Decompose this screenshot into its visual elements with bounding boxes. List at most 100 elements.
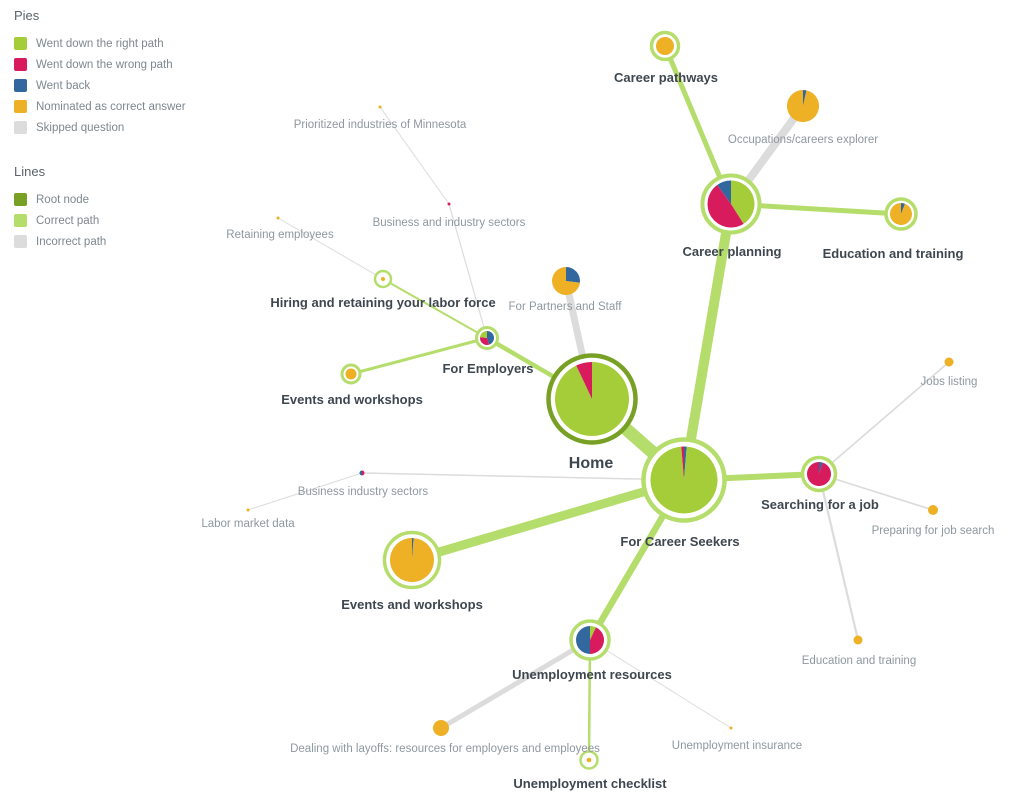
pie-slice — [731, 180, 755, 224]
node-unemployment-resources[interactable] — [569, 619, 611, 661]
pie-slice — [819, 462, 823, 474]
legend-swatch — [14, 37, 27, 50]
legend-pies-item: Nominated as correct answer — [14, 96, 186, 117]
node-education-training-bottom[interactable] — [853, 635, 863, 645]
node-label-labor-market-data: Labor market data — [201, 518, 295, 530]
node-hiring-retaining-labor-force[interactable] — [373, 269, 393, 289]
edge-for-career-seekers--business-industry-sectors — [361, 472, 685, 481]
node-label-dealing-with-layoffs: Dealing with layoffs: resources for empl… — [290, 743, 600, 755]
node-labor-market-data[interactable] — [246, 508, 250, 512]
legend-pies-item: Skipped question — [14, 117, 186, 138]
node-label-home: Home — [569, 455, 614, 472]
legend-pies-title: Pies — [14, 8, 40, 23]
legend-swatch — [14, 193, 27, 206]
pie-slice — [707, 184, 744, 228]
pie-slice — [576, 362, 592, 399]
legend-swatch — [14, 121, 27, 134]
node-events-workshops-left[interactable] — [340, 363, 362, 385]
node-label-career-planning: Career planning — [683, 244, 782, 259]
node-education-training-top[interactable] — [884, 197, 918, 231]
legend-label: Went back — [36, 79, 91, 92]
node-occupations-careers-explorer[interactable] — [787, 90, 820, 122]
edge-for-career-seekers--career-planning — [679, 199, 736, 485]
node-pie — [246, 508, 250, 512]
node-home[interactable] — [546, 353, 638, 445]
edge-unemployment-resources--unemployment-insurance — [589, 639, 732, 729]
legend-lines-item: Root node — [14, 189, 186, 210]
pie-slice — [890, 203, 912, 226]
node-label-hiring-retaining-labor-force: Hiring and retaining your labor force — [270, 295, 495, 310]
legend-label: Incorrect path — [36, 235, 107, 248]
pie-slice — [480, 337, 490, 346]
node-label-unemployment-insurance: Unemployment insurance — [672, 740, 802, 752]
node-pie — [853, 635, 863, 645]
node-unemployment-checklist[interactable] — [579, 750, 599, 770]
node-pie — [433, 720, 449, 736]
pie-slice — [576, 626, 590, 654]
legend-swatch — [14, 235, 27, 248]
legend-pies-item: Went down the right path — [14, 33, 186, 54]
node-jobs-listing[interactable] — [944, 357, 954, 367]
edge-business-and-industry-sectors--prioritized-industries-minnesota — [379, 106, 450, 205]
node-label-preparing-job-search: Preparing for job search — [872, 525, 995, 537]
legend-swatch — [14, 214, 27, 227]
node-career-pathways[interactable] — [649, 30, 681, 62]
pie-slice — [480, 331, 487, 338]
node-events-workshops-bottom[interactable] — [382, 530, 442, 590]
edge-searching-for-a-job--jobs-listing — [818, 361, 950, 475]
legend-pies-item: Went down the wrong path — [14, 54, 186, 75]
edge-for-employers--business-and-industry-sectors — [448, 203, 488, 339]
pie-slice — [551, 267, 580, 296]
node-label-events-workshops-left: Events and workshops — [281, 392, 423, 407]
edge-for-employers--events-workshops-left — [349, 336, 489, 376]
pie-slice — [487, 331, 494, 345]
legend-label: Correct path — [36, 214, 100, 227]
node-dealing-with-layoffs[interactable] — [433, 720, 449, 736]
legend-label: Root node — [36, 193, 90, 206]
node-pie — [656, 37, 674, 55]
pie-slice — [901, 203, 906, 214]
node-label-for-employers: For Employers — [442, 361, 533, 376]
node-label-unemployment-resources: Unemployment resources — [512, 667, 672, 682]
pie-slice — [807, 462, 831, 486]
node-retaining-employees[interactable] — [276, 216, 280, 220]
node-searching-for-a-job[interactable] — [800, 455, 838, 493]
node-pie — [276, 216, 280, 220]
node-for-partners-staff[interactable] — [551, 267, 580, 296]
node-pie — [378, 105, 382, 109]
pie-slice — [590, 626, 596, 640]
legend-label: Went down the wrong path — [36, 58, 173, 71]
node-preparing-job-search[interactable] — [928, 505, 938, 515]
node-career-planning[interactable] — [700, 173, 762, 235]
node-business-and-industry-sectors[interactable] — [447, 202, 451, 206]
node-prioritized-industries-minnesota[interactable] — [378, 105, 382, 109]
node-pie — [447, 202, 451, 206]
node-label-business-industry-sectors: Business industry sectors — [298, 486, 429, 498]
pie-slice — [566, 267, 580, 283]
legend-swatch — [14, 58, 27, 71]
node-label-career-pathways: Career pathways — [614, 70, 718, 85]
node-for-employers[interactable] — [475, 326, 499, 350]
edge-searching-for-a-job--preparing-job-search — [818, 473, 934, 511]
node-label-events-workshops-bottom: Events and workshops — [341, 597, 483, 612]
node-unemployment-insurance[interactable] — [729, 726, 733, 730]
node-label-education-training-top: Education and training — [823, 246, 964, 261]
node-dot — [586, 757, 592, 763]
pie-slice — [803, 90, 807, 106]
edge-searching-for-a-job--education-training-bottom — [817, 472, 860, 642]
node-pie — [944, 357, 954, 367]
pie-slice — [650, 446, 718, 514]
node-business-industry-sectors[interactable] — [359, 470, 365, 476]
pie-slice — [389, 538, 434, 582]
node-label-prioritized-industries-minnesota: Prioritized industries of Minnesota — [294, 119, 467, 131]
node-for-career-seekers[interactable] — [641, 437, 727, 523]
node-pie — [345, 368, 357, 380]
node-pie — [928, 505, 938, 515]
legend-swatch — [14, 79, 27, 92]
edge-unemployment-resources--dealing-with-layoffs — [438, 637, 593, 731]
pie-slice — [590, 627, 605, 654]
node-label-retaining-employees: Retaining employees — [226, 229, 334, 241]
